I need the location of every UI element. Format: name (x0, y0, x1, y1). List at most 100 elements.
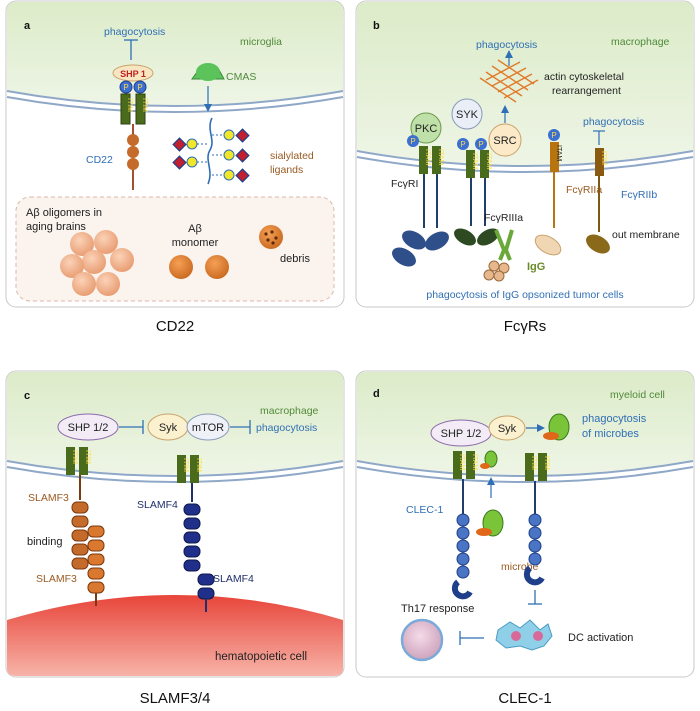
cd22-domain-2 (127, 146, 139, 158)
phospho-a-right (133, 80, 147, 94)
syk-c-label: Syk (159, 422, 178, 434)
itim-d-1-label: ITIM (530, 456, 537, 470)
itim-c-2 (79, 447, 88, 475)
slamf4-top-label: SLAMF4 (137, 499, 178, 511)
clec1-right-domains (528, 513, 542, 566)
panel-b-phagocytosis-top: phagocytosis (476, 39, 537, 51)
pkc-protein (410, 112, 442, 144)
panel-a-letter: a (24, 20, 31, 32)
cd22-domain-3 (127, 158, 139, 170)
panel-a-membrane-outer (6, 90, 344, 107)
phospho-b-3 (475, 138, 487, 150)
panel-d-membrane-inner (356, 466, 694, 483)
panel-b-bottom-label: phagocytosis of IgG opsonized tumor cell… (426, 289, 623, 301)
phospho-a-left (119, 80, 133, 94)
panel-c-phagocytosis: phagocytosis (256, 422, 317, 434)
abeta-monomer-label-1: Aβ (188, 223, 202, 235)
panel-b-phagocytosis-right: phagocytosis (583, 116, 644, 128)
fcgr2a-label: FcγRIIa (566, 184, 602, 196)
slamf3-bottom-label: SLAMF3 (36, 573, 77, 585)
panel-a: a microglia phagocytosis SHP 1 P P ITIM … (5, 0, 345, 308)
phago-d-label-2: of microbes (582, 428, 639, 440)
igg-antibody (483, 260, 510, 282)
fcgr3a-label: FcγRIIIa (484, 212, 523, 224)
phospho-b-2 (457, 138, 469, 150)
caption-b: FcγRs (504, 318, 547, 335)
itim-c-1-label: ITIM (71, 450, 78, 464)
fcgr3a-domains (454, 228, 514, 261)
itim-c-2-label: ITIM (84, 450, 91, 464)
dc-cells (495, 619, 553, 651)
src-label: SRC (493, 135, 516, 147)
cd22-domain-1 (127, 134, 139, 146)
itam-b-5-label: ITAM (555, 145, 562, 161)
panel-b: b macrophage phagocytosis actin cytoskel… (355, 0, 695, 308)
abeta-monomer-2 (205, 255, 229, 279)
panel-c-membrane-outer (6, 460, 344, 477)
cmas-body (196, 63, 220, 81)
panel-d-cell-label: myeloid cell (610, 389, 665, 401)
debris-label: debris (280, 253, 310, 265)
caption-d: CLEC-1 (498, 690, 551, 707)
clec1-left-domains (456, 513, 470, 579)
shp1-protein (112, 64, 154, 82)
slamf3-domains-bottom (87, 525, 105, 594)
th17-label: Th17 response (401, 603, 474, 615)
phospho-a-left-label: P (123, 83, 128, 92)
itam-b-fcgr1-b (432, 146, 441, 174)
sialyl-ligands (172, 128, 250, 183)
itam-b-fcgr3-a (466, 150, 475, 178)
panel-a-membrane-inner (6, 96, 344, 113)
slamf3-top-label: SLAMF3 (28, 492, 69, 504)
slamf3-domains-top (71, 501, 89, 570)
itim-d-1 (525, 453, 534, 481)
itim-b-fcgr2b (595, 148, 604, 176)
caption-a: CD22 (156, 318, 194, 335)
panel-a-cell-label: microglia (240, 36, 282, 48)
panel-c: c macrophage SHP 1/2 Syk mTOR phagocytos… (5, 370, 345, 678)
src-arrowhead (501, 105, 509, 113)
itam-b-fcgr1-a (419, 146, 428, 174)
itim-c-3 (177, 455, 186, 483)
panel-b-cell-label: macrophage (611, 36, 670, 48)
syk-d-label: Syk (498, 423, 517, 435)
itim-b-label: ITIM (600, 151, 607, 165)
panel-d-cytoplasm (357, 372, 693, 475)
abeta-oligomer-cluster (60, 230, 134, 296)
panel-a-cytoplasm (7, 2, 343, 105)
itam-d-1-label: ITAM (458, 454, 465, 470)
fcgr1-domains (392, 230, 449, 267)
abeta-oligomer-label-1: Aβ oligomers in (26, 207, 102, 219)
panel-d-letter: d (373, 388, 380, 400)
itam-d-2 (466, 451, 475, 479)
dc-activation-label: DC activation (568, 632, 633, 644)
slamf4-domains (183, 503, 215, 600)
itam-b-4-label: ITAM (485, 153, 492, 169)
th17-cell (400, 618, 444, 662)
abeta-box (15, 196, 335, 302)
itim-a-right-label: ITIM (141, 98, 148, 112)
itam-b-2-label: ITAM (437, 149, 444, 165)
itim-a-right (135, 93, 146, 125)
actin-label-1: actin cytoskeletal (544, 71, 624, 83)
panel-b-letter: b (373, 20, 380, 32)
itim-c-4 (190, 455, 199, 483)
abeta-oligomer-label-2: aging brains (26, 221, 86, 233)
microbe-small (480, 450, 498, 469)
fcgr1-label: FcγRI (391, 178, 418, 190)
panel-b-top-arrowhead (505, 50, 513, 58)
itam-b-1-label: ITAM (424, 149, 431, 165)
abeta-monomer-1 (169, 255, 193, 279)
sialylated-label-2: ligands (270, 164, 303, 176)
microbe-top (543, 413, 570, 441)
pkc-label: PKC (415, 123, 438, 135)
shp12-c-protein (57, 413, 119, 441)
phospho-b-2-label: P (460, 140, 465, 149)
hematopoietic-label: hematopoietic cell (215, 651, 307, 663)
fcgr2b-domain (586, 234, 610, 254)
itim-c-4-label: ITIM (195, 458, 202, 472)
phospho-a-right-label: P (137, 83, 142, 92)
hematopoietic-cell (7, 595, 343, 676)
fcgr2a-domain (534, 234, 562, 256)
